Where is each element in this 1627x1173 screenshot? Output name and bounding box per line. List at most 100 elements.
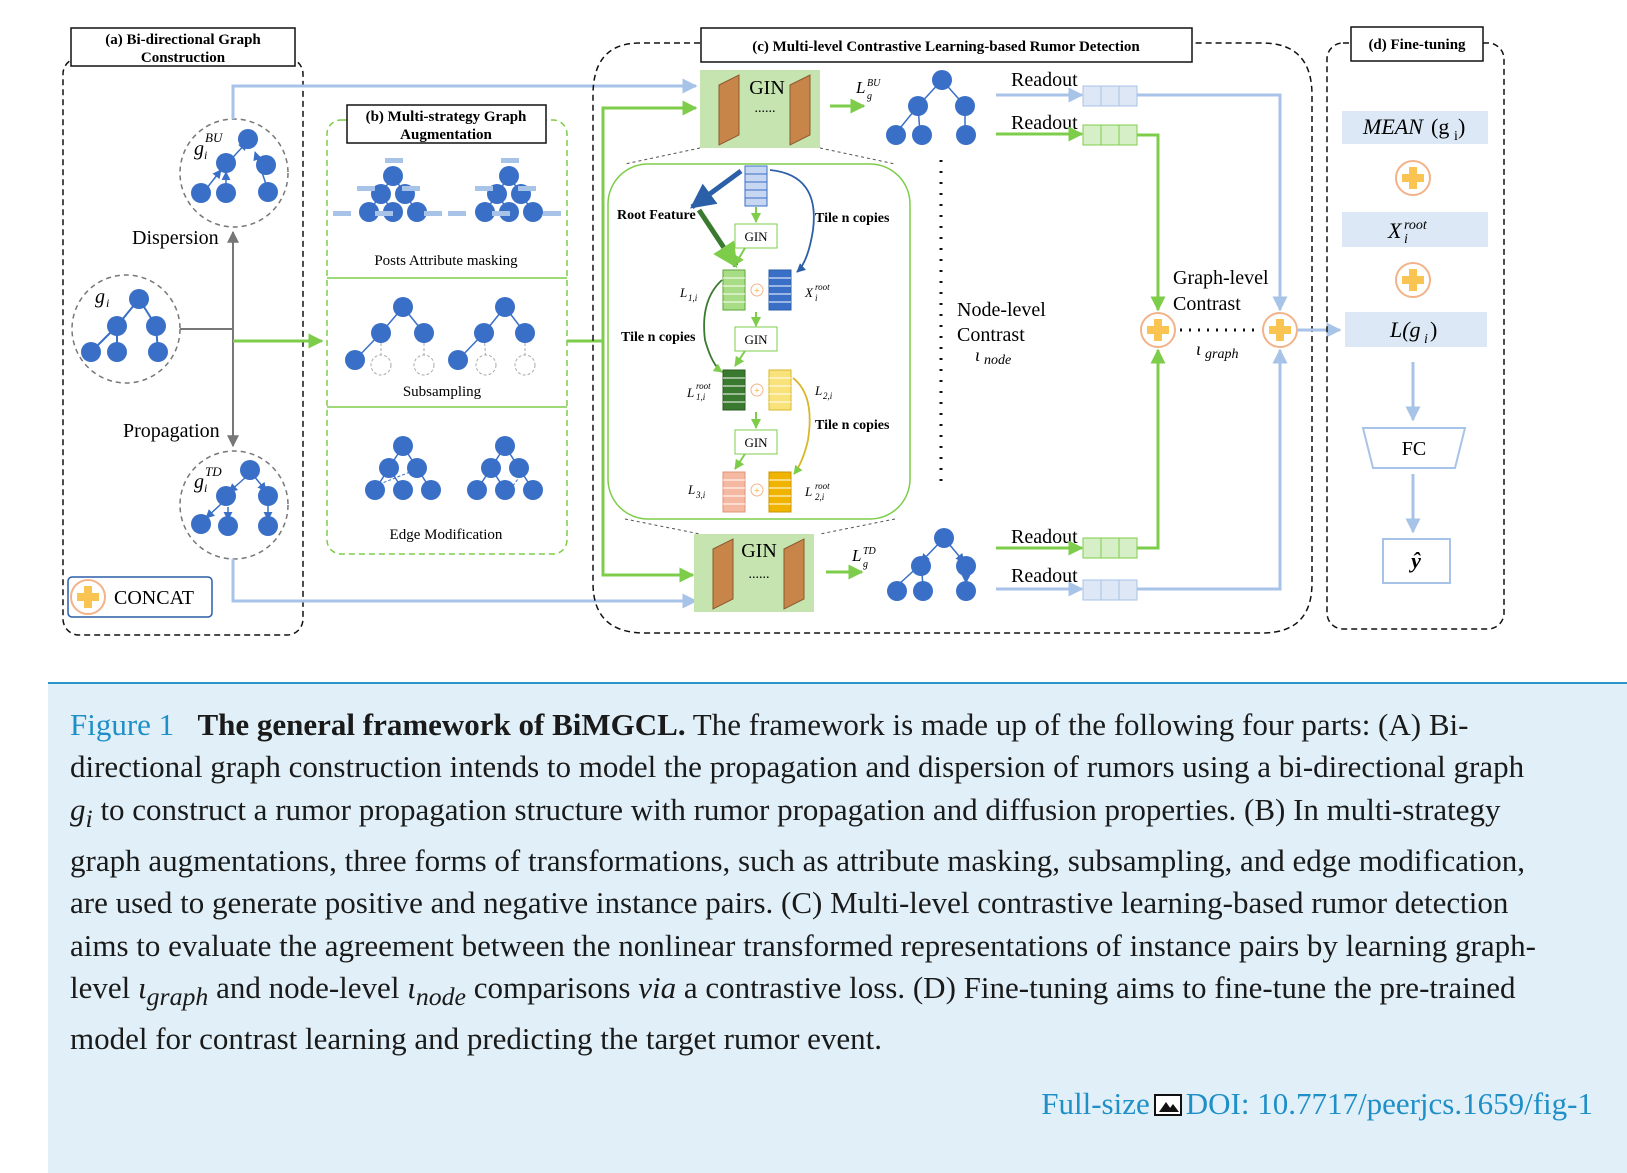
c-bottom-tree <box>887 528 976 601</box>
l-td-sup: TD <box>863 546 877 557</box>
section-d-title: (d) Fine-tuning <box>1368 37 1466 53</box>
subsampling-label: Subsampling <box>403 384 482 400</box>
graph-level-line2: Contrast <box>1173 293 1241 315</box>
tile-copies-bottom: Tile n copies <box>815 418 890 433</box>
section-a-title-box <box>70 27 296 67</box>
node-level-line2: Contrast <box>957 324 1025 346</box>
caption-part-1: The framework is made up of the followin… <box>70 707 1525 785</box>
doi-link[interactable]: DOI: 10.7717/peerjcs.1659/fig-1 <box>1185 1086 1593 1121</box>
caption-part-2: to construct a rumor propagation structu… <box>70 791 1536 1005</box>
bu-flow-line <box>231 78 698 119</box>
edge-mod-tree-1 <box>364 435 442 501</box>
attr-masking-tree-1 <box>333 158 442 223</box>
subsampling-tree-1 <box>345 297 435 376</box>
l1-label: L <box>679 285 687 300</box>
mean-label: MEAN <box>1362 114 1424 139</box>
readout-bottom-2-vec <box>1082 579 1138 601</box>
fc-box <box>1361 427 1467 469</box>
readout-top-1: Readout <box>1011 69 1078 91</box>
caption-node-sub: node <box>415 982 467 1012</box>
l-bu-sub: g <box>867 91 872 102</box>
gin-inner-3-label: GIN <box>744 435 768 450</box>
iota-graph: ι <box>1196 339 1201 359</box>
section-a-title-line1: (a) Bi-directional Graph <box>105 32 261 48</box>
node-level-line1: Node-level <box>957 299 1046 321</box>
gin-inner-1 <box>734 223 778 249</box>
b-to-gin-bottom <box>601 341 695 583</box>
gin-inner-2-out <box>734 350 746 367</box>
attr-masking-tree-2 <box>448 158 561 223</box>
l1-vector <box>722 269 746 311</box>
edge-mod-label: Edge Modification <box>390 527 503 543</box>
fc-label: FC <box>1402 438 1426 460</box>
detail-connector-bl <box>624 518 701 535</box>
l-g-label: L(g <box>1389 317 1421 342</box>
g-bu-sub: i <box>204 148 207 162</box>
l3-sub: 3,i <box>695 490 706 500</box>
x-root-box <box>1342 212 1488 247</box>
caption-iota-node: ι <box>407 969 416 1005</box>
caption-part-5: a contrastive loss. (D) Fine-tuning aims… <box>70 969 1516 1057</box>
caption-g-sub: i <box>85 803 93 833</box>
readout-bottom-1: Readout <box>1011 526 1078 548</box>
dispersion-label: Dispersion <box>132 227 219 249</box>
gin-inner-3 <box>734 429 778 455</box>
graph-plus-left <box>1140 312 1176 348</box>
image-icon[interactable] <box>1153 1094 1182 1116</box>
l-g-box <box>1345 312 1487 347</box>
l2-vector <box>768 369 792 411</box>
caption-links: Full-size DOI: 10.7717/peerjcs.1659/fig-1 <box>1041 1086 1593 1122</box>
detail-connector-br <box>819 518 896 535</box>
caption-part-3: and node-level <box>208 969 408 1005</box>
readout-top-2: Readout <box>1011 112 1078 134</box>
tile-mid-arc <box>703 279 723 373</box>
d-x-root-sub: i <box>1404 232 1408 247</box>
caption-text: Figure 1 The general framework of BiMGCL… <box>70 704 1540 1061</box>
l3-vector <box>722 471 746 513</box>
root-feature-arrow <box>689 168 743 210</box>
gin-top-label: GIN <box>749 77 785 99</box>
figure-label: Figure 1 <box>70 707 175 742</box>
y-hat-box <box>1382 538 1451 584</box>
blue-to-plus-bottom <box>1137 348 1288 591</box>
svg-text:+: + <box>754 486 760 497</box>
l1-root-vector <box>722 369 746 411</box>
g-bu-label: g <box>194 138 204 160</box>
d-plus-1 <box>1395 160 1431 196</box>
graph-gi-tree <box>81 289 168 362</box>
section-a-title-line2: Construction <box>141 50 226 66</box>
l1-root-sub: 1,i <box>696 392 706 402</box>
gin-inner-1-label: GIN <box>744 229 768 244</box>
full-size-link[interactable]: Full-size <box>1041 1086 1150 1121</box>
section-c-frame <box>592 42 1313 634</box>
iota-graph-sub: graph <box>1205 347 1238 362</box>
svg-text:+: + <box>754 386 760 397</box>
section-b-title-line1: (b) Multi-strategy Graph <box>366 109 527 125</box>
gin-inner-2 <box>734 326 778 352</box>
graph-bu-tree <box>191 129 278 203</box>
graph-td-tree <box>191 460 278 536</box>
l3-label: L <box>687 482 695 497</box>
l1-sub: 1,i <box>688 293 698 303</box>
l2-sub: 2,i <box>823 391 833 401</box>
caption-g-var: g <box>70 791 86 827</box>
iota-node: ι <box>975 345 980 365</box>
l2-root-vector <box>768 471 792 513</box>
c-top-tree <box>886 70 976 145</box>
caption-via: via <box>638 969 677 1005</box>
gin-detail-box <box>607 163 911 520</box>
mean-close: ) <box>1458 114 1465 139</box>
gin-top-dots: ...... <box>755 101 776 116</box>
edge-mod-tree-2 <box>466 435 544 501</box>
caption-part-4: comparisons <box>466 969 639 1005</box>
input-vector <box>744 165 768 207</box>
d-x-root-sup: root <box>1404 218 1428 233</box>
readout-top-2-vec <box>1082 124 1138 146</box>
l-bu-label: L <box>855 78 865 97</box>
td-flow-line <box>231 559 698 609</box>
x-root-label: X <box>804 285 814 300</box>
figure-title: The general framework of BiMGCL. <box>197 707 686 742</box>
b-to-gin-top <box>601 100 698 341</box>
section-c-title-box <box>700 27 1193 63</box>
l-bu-sup: BU <box>867 78 881 89</box>
